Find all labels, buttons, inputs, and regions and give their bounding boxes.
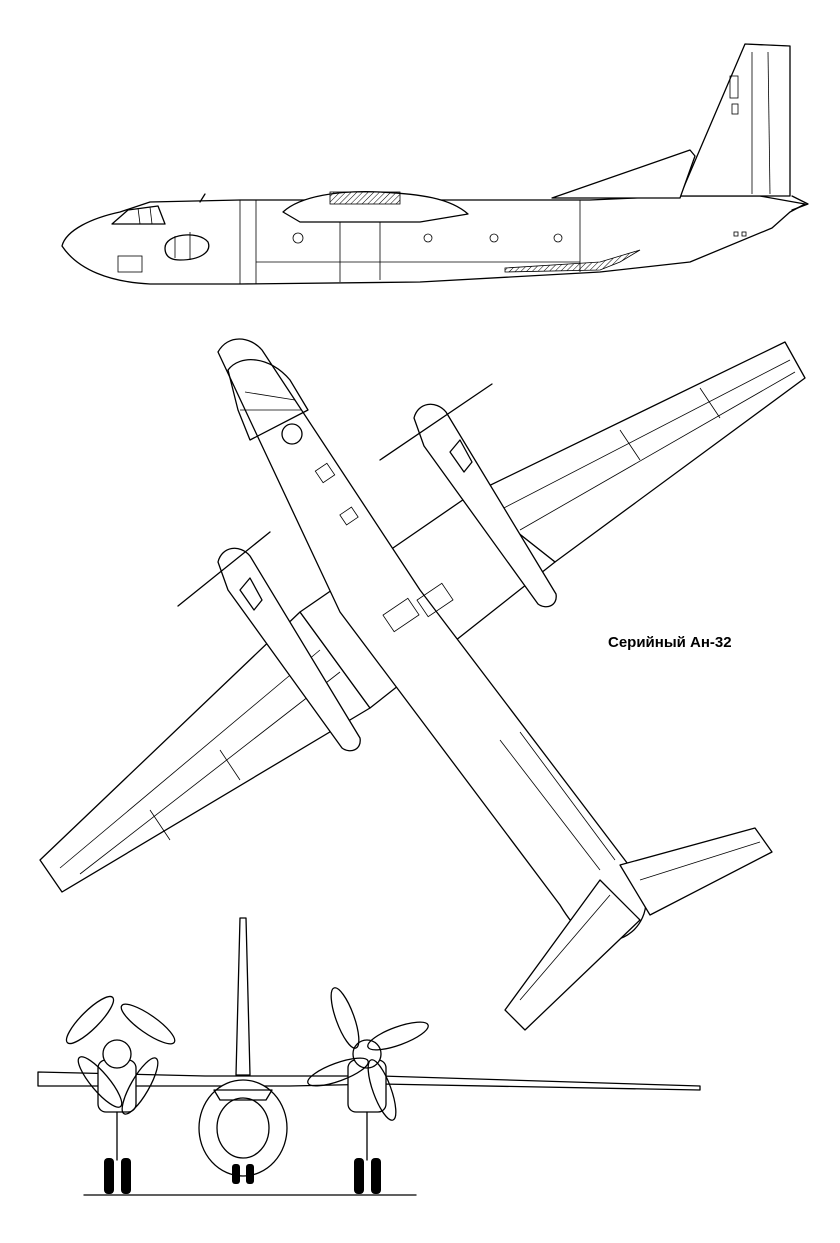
plan-right-nacelle (413, 403, 557, 608)
plan-left-nacelle (217, 547, 361, 752)
plan-left-propeller (177, 531, 271, 607)
plan-horizontal-tail (504, 879, 641, 1031)
front-right-engine (307, 987, 429, 1194)
side-cockpit-windows (111, 205, 166, 225)
front-view (37, 917, 701, 1196)
drawing-caption: Серийный Ан-32 (608, 634, 732, 651)
plan-left-wing (39, 611, 371, 893)
side-vertical-tail (679, 43, 791, 197)
plan-right-wing (469, 341, 806, 563)
front-vertical-tail (235, 917, 251, 1076)
front-fuselage (198, 1079, 288, 1177)
plan-cockpit (227, 359, 309, 441)
plan-horizontal-tail-right (619, 827, 773, 916)
side-view (61, 43, 809, 285)
side-horizontal-tail (551, 149, 696, 199)
plan-right-propeller (379, 383, 493, 461)
plan-view (39, 338, 806, 1031)
front-left-engine (65, 995, 176, 1194)
